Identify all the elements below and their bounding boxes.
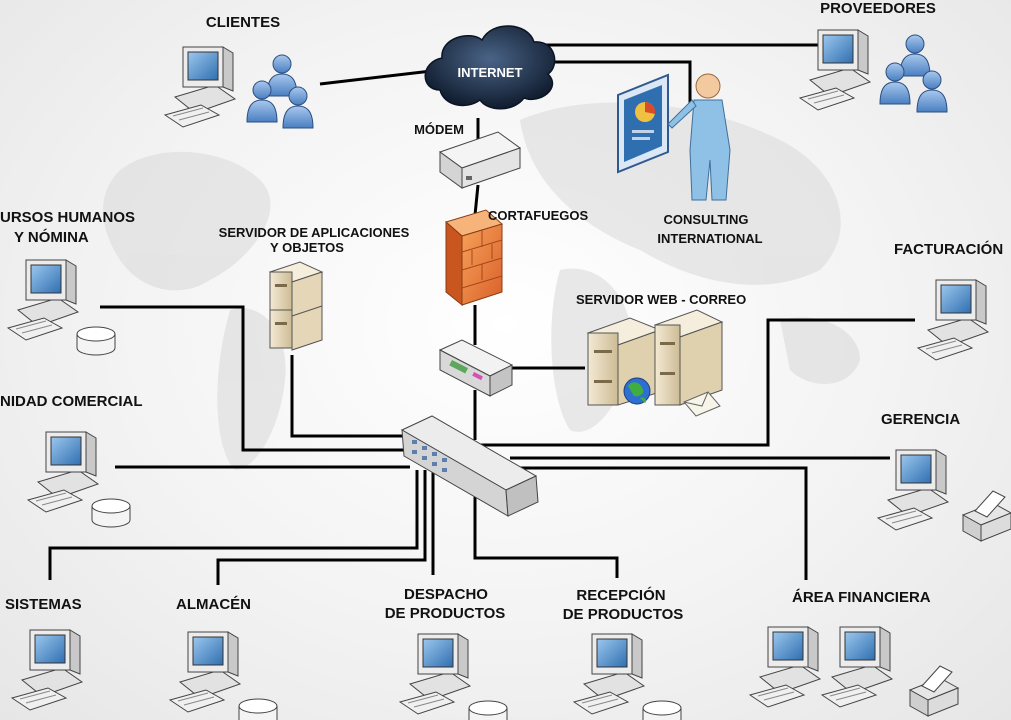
envelope-icon: [683, 391, 721, 417]
modem-icon: [438, 131, 522, 189]
cortafuegos-label: CORTAFUEGOS: [488, 208, 589, 223]
computer-icon: [27, 431, 99, 513]
firewall-icon: [444, 209, 504, 307]
servidor-web-correo-label: SERVIDOR WEB - CORREO: [576, 292, 747, 307]
sistemas-node: [11, 629, 83, 711]
printer-icon: [909, 665, 959, 717]
gerencia-node: [877, 449, 1011, 542]
web-mail-server-node: [586, 309, 724, 417]
clientes-label: CLIENTES: [205, 14, 281, 31]
database-icon: [76, 326, 116, 356]
unidad-comercial-node: [27, 431, 131, 528]
router-icon: [438, 339, 514, 397]
recepcion-node: [573, 633, 682, 720]
database-icon: [468, 700, 508, 720]
clientes-node: [164, 46, 314, 129]
cloud-icon: [424, 25, 556, 110]
recepcion-label-line1: RECEPCIÓN: [576, 587, 666, 604]
connection-lines: [48, 43, 915, 585]
computer-icon: [799, 29, 871, 111]
modem-label: MÓDEM: [414, 122, 464, 137]
people-icon: [879, 34, 948, 113]
presenter-icon: [617, 73, 731, 201]
unidad-comercial-label: NIDAD COMERCIAL: [0, 393, 143, 410]
internet-label: INTERNET: [457, 65, 523, 80]
area-financiera-label: ÁREA FINANCIERA: [792, 589, 931, 606]
servidor-aplicaciones-label-line2: Y OBJETOS: [270, 240, 344, 255]
proveedores-label: PROVEEDORES: [820, 0, 936, 17]
computer-icon: [749, 626, 821, 708]
computer-icon: [877, 449, 949, 531]
computer-icon: [917, 279, 989, 361]
computer-icon: [399, 633, 471, 715]
almacen-label: ALMACÉN: [176, 596, 251, 613]
server-icon: [653, 309, 724, 406]
database-icon: [238, 698, 278, 720]
facturacion-node: [917, 279, 989, 361]
database-icon: [642, 700, 682, 720]
despacho-label-line1: DESPACHO: [404, 586, 488, 603]
recepcion-label-line2: DE PRODUCTOS: [562, 606, 684, 623]
consulting-label-line2: INTERNATIONAL: [657, 231, 763, 246]
computer-icon: [7, 259, 79, 341]
recursos-humanos-label-line2: Y NÓMINA: [14, 229, 89, 246]
database-icon: [91, 498, 131, 528]
globe-icon: [623, 377, 651, 405]
area-financiera-node: [749, 626, 959, 717]
people-icon: [246, 54, 314, 129]
computer-icon: [573, 633, 645, 715]
server-icon: [268, 261, 324, 351]
recursos-humanos-node: [7, 259, 116, 356]
facturacion-label: FACTURACIÓN: [894, 241, 1004, 258]
almacen-node: [169, 631, 278, 720]
sistemas-label: SISTEMAS: [5, 596, 82, 613]
computer-icon: [164, 46, 236, 128]
consulting-label-line1: CONSULTING: [663, 212, 749, 227]
computer-icon: [169, 631, 241, 713]
switch-icon: [400, 415, 539, 517]
proveedores-node: [799, 29, 948, 113]
gerencia-label: GERENCIA: [881, 411, 961, 428]
computer-icon: [11, 629, 83, 711]
despacho-node: [399, 633, 508, 720]
despacho-label-line2: DE PRODUCTOS: [384, 605, 506, 622]
computer-icon: [821, 626, 893, 708]
printer-icon: [962, 490, 1011, 542]
recursos-humanos-label-line1: URSOS HUMANOS: [0, 209, 136, 226]
servidor-aplicaciones-label-line1: SERVIDOR DE APLICACIONES: [218, 225, 410, 240]
